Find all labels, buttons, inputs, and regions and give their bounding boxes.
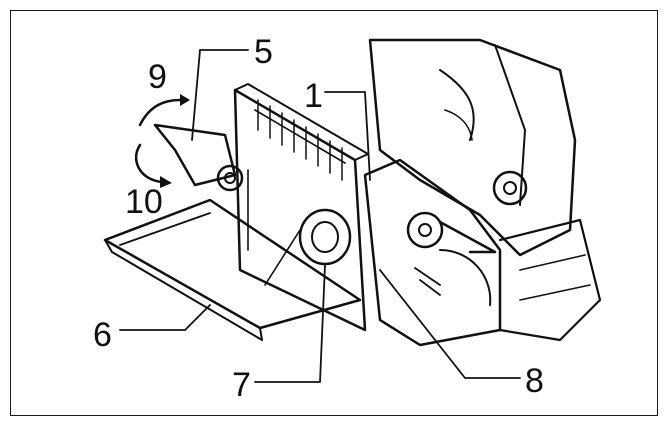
callout-10: 10 xyxy=(125,183,163,221)
leader-lines xyxy=(119,49,521,383)
arrow-down-icon xyxy=(160,176,172,188)
callout-labels: 5 9 1 10 6 7 8 xyxy=(93,33,544,404)
fence-scale xyxy=(257,99,343,181)
callout-6: 6 xyxy=(93,316,112,354)
arrow-up-icon xyxy=(180,94,190,106)
angle-lock-lever xyxy=(153,123,244,192)
blade-housing xyxy=(363,158,502,347)
callout-9: 9 xyxy=(148,58,167,96)
figure-frame xyxy=(10,10,658,416)
callout-1: 1 xyxy=(304,77,323,115)
callout-5: 5 xyxy=(254,33,273,71)
rear-housing xyxy=(498,218,602,342)
housing-lock-lever xyxy=(406,211,497,254)
callout-8: 8 xyxy=(525,362,544,400)
height-adjust-knob xyxy=(264,208,352,286)
motor-body xyxy=(368,38,577,257)
base-plate xyxy=(103,198,362,341)
rear-knob xyxy=(492,170,528,206)
rotation-arrows xyxy=(134,94,190,188)
callout-7: 7 xyxy=(232,366,251,404)
